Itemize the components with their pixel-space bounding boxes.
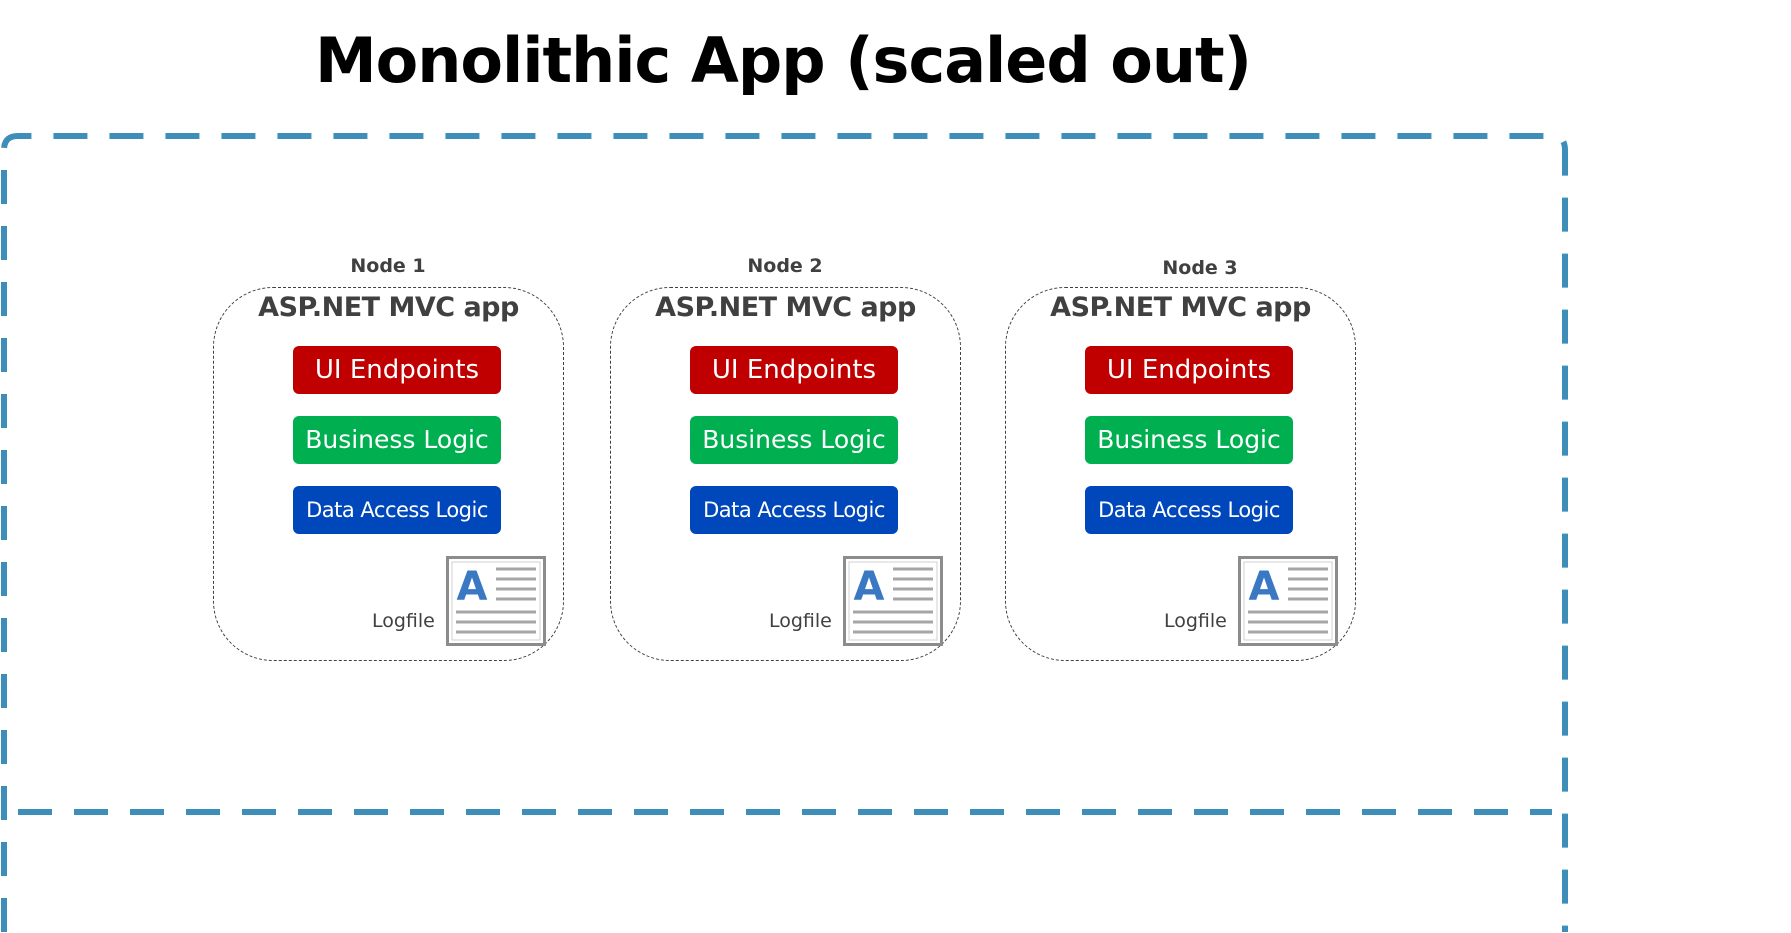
logfile-label: Logfile — [769, 610, 832, 632]
ui-endpoints-layer: UI Endpoints — [1085, 346, 1293, 394]
document-icon: A — [1238, 556, 1338, 646]
node-container: ASP.NET MVC app UI Endpoints Business Lo… — [1005, 287, 1356, 661]
node-label: Node 2 — [747, 255, 823, 277]
app-title: ASP.NET MVC app — [655, 292, 916, 323]
document-icon: A — [446, 556, 546, 646]
logfile-label: Logfile — [1164, 610, 1227, 632]
node-label: Node 3 — [1162, 257, 1238, 279]
node-label: Node 1 — [350, 255, 426, 277]
logfile-label: Logfile — [372, 610, 435, 632]
node-container: ASP.NET MVC app UI Endpoints Business Lo… — [610, 287, 961, 661]
data-access-logic-layer: Data Access Logic — [1085, 486, 1293, 534]
document-letter: A — [457, 564, 488, 610]
page-title: Monolithic App (scaled out) — [314, 24, 1252, 97]
data-access-logic-layer: Data Access Logic — [690, 486, 898, 534]
business-logic-layer: Business Logic — [1085, 416, 1293, 464]
app-title: ASP.NET MVC app — [258, 292, 519, 323]
document-letter: A — [1249, 564, 1280, 610]
data-access-logic-layer: Data Access Logic — [293, 486, 501, 534]
business-logic-layer: Business Logic — [293, 416, 501, 464]
ui-endpoints-layer: UI Endpoints — [690, 346, 898, 394]
business-logic-layer: Business Logic — [690, 416, 898, 464]
app-title: ASP.NET MVC app — [1050, 292, 1311, 323]
document-icon: A — [843, 556, 943, 646]
document-letter: A — [854, 564, 885, 610]
ui-endpoints-layer: UI Endpoints — [293, 346, 501, 394]
node-container: ASP.NET MVC app UI Endpoints Business Lo… — [213, 287, 564, 661]
